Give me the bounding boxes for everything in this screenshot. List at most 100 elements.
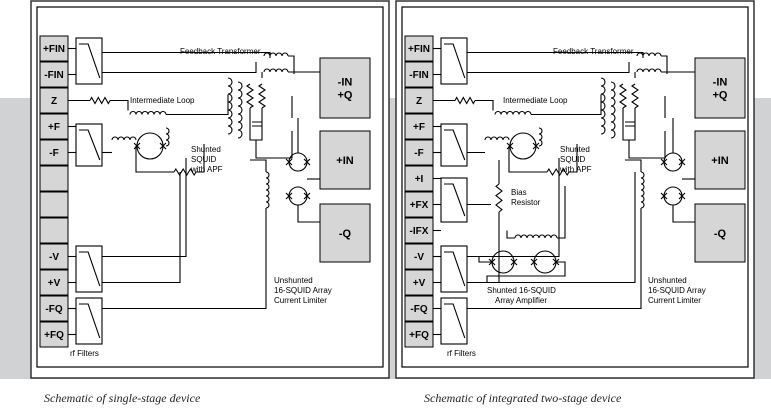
label-rf-filters: rf Filters <box>70 349 99 358</box>
junction-x <box>660 158 668 166</box>
filter-box <box>75 297 103 345</box>
label-bias-1: Bias <box>511 188 527 197</box>
coil <box>494 111 532 115</box>
wire <box>135 146 174 173</box>
filter-curve <box>444 129 466 161</box>
label-limiter-1: Unshunted <box>648 276 687 285</box>
pin-box <box>39 295 69 322</box>
resistor <box>454 96 476 105</box>
label-intermediate-loop: Intermediate Loop <box>503 96 568 105</box>
wire <box>467 62 630 74</box>
wire <box>102 158 187 258</box>
wire <box>661 55 668 74</box>
resistor <box>619 83 627 109</box>
resistor <box>546 167 570 177</box>
label-amp-1: Shunted 16-SQUID <box>487 286 556 295</box>
label-amp-2: Array Amplifier <box>495 296 547 305</box>
pin-box <box>404 35 434 62</box>
junction-x <box>532 142 540 150</box>
junction-x <box>303 158 311 166</box>
resistor <box>631 83 639 109</box>
filter-curve <box>79 129 101 161</box>
junction-x <box>285 192 293 200</box>
filter-curve <box>79 43 101 79</box>
coil <box>237 81 243 139</box>
wire <box>196 144 205 173</box>
pin-box <box>404 191 434 218</box>
label-squid-1: Shunted <box>191 145 221 154</box>
output-box <box>694 57 746 119</box>
pin-box <box>39 191 69 218</box>
caption-two-stage: Schematic of integrated two-stage device <box>424 391 622 405</box>
pin-box <box>404 87 434 114</box>
wire <box>166 94 229 116</box>
filter-box <box>440 245 468 293</box>
pin-label: -FIN <box>44 70 63 81</box>
filter-curve <box>444 303 466 339</box>
junction-x <box>303 192 311 200</box>
resistor <box>258 83 266 109</box>
pin-box <box>39 61 69 88</box>
wire <box>569 144 578 173</box>
coil <box>129 111 167 115</box>
wire <box>531 94 602 116</box>
wire <box>506 230 515 239</box>
coil <box>484 136 510 141</box>
pin-label: +V <box>48 278 61 289</box>
wire <box>467 51 644 58</box>
wire <box>467 158 560 258</box>
label-limiter-1: Unshunted <box>274 276 313 285</box>
coil <box>636 68 662 73</box>
pin-box <box>39 139 69 166</box>
label-limiter-2: 16-SQUID Array <box>648 286 706 295</box>
pin-box <box>404 217 434 244</box>
output-label: +Q <box>713 90 728 102</box>
label-squid-2: SQUID <box>191 155 217 164</box>
output-box <box>694 130 746 190</box>
label-squid-3: with APF <box>559 165 592 174</box>
pin-label: -F <box>414 148 423 159</box>
pin-label: +F <box>413 122 425 133</box>
wire <box>102 51 271 58</box>
output-label: -IN <box>338 77 353 89</box>
resistor <box>89 96 111 105</box>
junction-x <box>159 142 167 150</box>
junction-x <box>285 158 293 166</box>
wire <box>102 62 257 74</box>
wire <box>467 172 636 284</box>
coil <box>610 81 616 139</box>
pin-box <box>404 295 434 322</box>
pin-box <box>39 113 69 140</box>
coil <box>165 127 170 147</box>
coil <box>265 171 270 209</box>
output-label: +IN <box>711 155 728 167</box>
wire <box>288 55 295 74</box>
pin-label: -FQ <box>45 304 62 315</box>
coil <box>263 52 289 57</box>
pin-box <box>404 321 434 348</box>
wire <box>467 282 642 310</box>
filter-box <box>75 37 103 85</box>
output-box <box>319 203 371 263</box>
pin-label: -IFX <box>410 226 429 237</box>
filter-box <box>440 177 468 223</box>
output-label: -Q <box>339 228 352 240</box>
background-bottom <box>0 379 771 419</box>
output-label: -IN <box>713 77 728 89</box>
wire <box>475 99 494 111</box>
wire <box>297 205 320 223</box>
pin-box <box>404 269 434 296</box>
label-limiter-3: Current Limiter <box>648 296 701 305</box>
junction-x <box>133 142 141 150</box>
pin-label: +I <box>415 174 424 185</box>
wire <box>255 131 293 159</box>
coil <box>640 171 645 209</box>
pin-label: -V <box>414 252 424 263</box>
junction-x <box>678 158 686 166</box>
pin-label: +V <box>413 278 426 289</box>
pin-label: -FQ <box>410 304 427 315</box>
pin-label: -FIN <box>409 70 428 81</box>
junction-x <box>506 142 514 150</box>
